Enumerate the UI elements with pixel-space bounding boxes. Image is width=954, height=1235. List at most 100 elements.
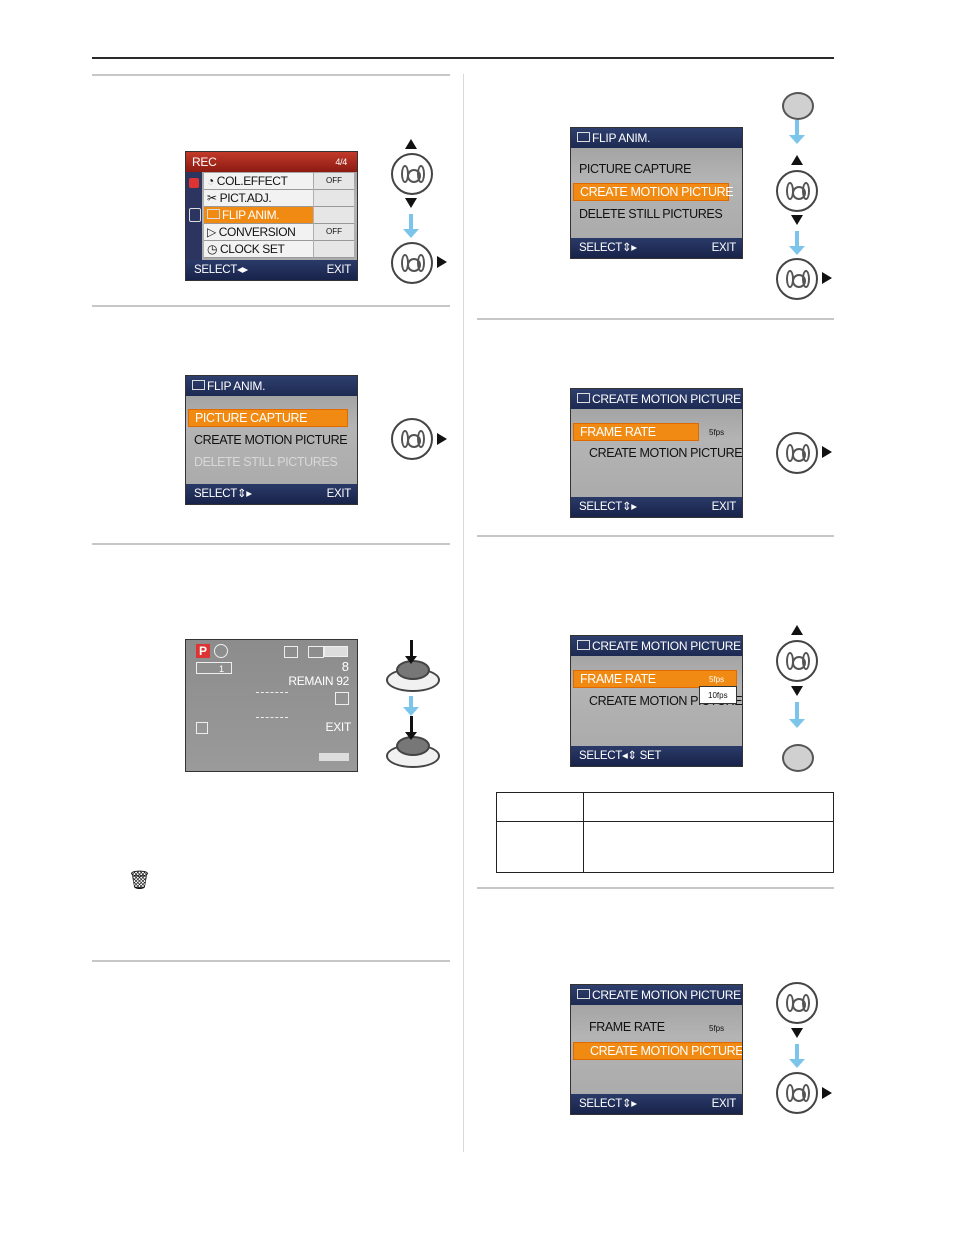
burst-indicator: 1 bbox=[196, 662, 232, 674]
af-frame bbox=[256, 692, 288, 718]
down-arrow-icon bbox=[791, 686, 803, 696]
menu-item-frame-rate[interactable]: FRAME RATE bbox=[573, 670, 737, 688]
menu-footer: SELECT◂▸ EXIT bbox=[186, 260, 357, 280]
column-divider bbox=[463, 74, 464, 1152]
cursor-pad-icon[interactable] bbox=[776, 432, 818, 474]
shutter-full-press-icon[interactable] bbox=[386, 716, 440, 768]
section-rule bbox=[92, 305, 450, 307]
cursor-pad-icon[interactable] bbox=[776, 640, 818, 682]
footer-exit: EXIT bbox=[326, 488, 352, 500]
menu-item-pict-adj[interactable]: ✂ PICT.ADJ. bbox=[204, 190, 313, 207]
menu-item-picture-capture[interactable]: PICTURE CAPTURE bbox=[579, 162, 692, 176]
menu-header: REC 4/4 bbox=[186, 152, 357, 172]
menu-item-clock-set[interactable]: ◷ CLOCK SET bbox=[204, 241, 313, 258]
capture-screen: P 1 8 REMAIN 92 EXIT bbox=[185, 639, 358, 772]
flip-anim-icon bbox=[284, 646, 298, 658]
menu-header: CREATE MOTION PICTURE bbox=[571, 389, 742, 409]
cursor-pad-icon[interactable] bbox=[391, 153, 433, 195]
flow-arrow-icon bbox=[789, 702, 805, 728]
menu-item-value: OFF bbox=[314, 173, 354, 190]
menu-item-label: COL.EFFECT bbox=[216, 174, 288, 188]
menu-header: CREATE MOTION PICTURE bbox=[571, 985, 742, 1005]
right-arrow-icon bbox=[822, 446, 832, 458]
right-arrow-icon bbox=[822, 272, 832, 284]
flip-anim-screen-2: FLIP ANIM. PICTURE CAPTURE CREATE MOTION… bbox=[570, 127, 743, 259]
menu-item-picture-capture[interactable]: PICTURE CAPTURE bbox=[188, 409, 348, 427]
section-rule bbox=[477, 318, 834, 320]
cursor-pad-icon[interactable] bbox=[776, 1072, 818, 1114]
cursor-pad-icon[interactable] bbox=[776, 258, 818, 300]
cancel-icon bbox=[319, 753, 349, 761]
menu-item-create-motion-picture[interactable]: CREATE MOTION PICTURE bbox=[573, 183, 734, 201]
menu-item-value bbox=[314, 207, 354, 224]
menu-item-label: CLOCK SET bbox=[220, 242, 285, 256]
create-motion-picture-screen: CREATE MOTION PICTURE FRAME RATE 5fps CR… bbox=[570, 388, 743, 518]
down-arrow-icon bbox=[791, 215, 803, 225]
down-arrow-icon bbox=[791, 1028, 803, 1038]
footer-exit: EXIT bbox=[711, 501, 737, 513]
menu-item-value bbox=[314, 241, 354, 258]
setup-tab-icon[interactable] bbox=[189, 208, 201, 222]
menu-title: FLIP ANIM. bbox=[592, 131, 651, 145]
flip-anim-icon bbox=[577, 393, 590, 403]
menu-item-delete-still-pictures[interactable]: DELETE STILL PICTURES bbox=[194, 455, 338, 469]
menu-item-value: OFF bbox=[314, 224, 354, 241]
cursor-pad-icon[interactable] bbox=[391, 418, 433, 460]
menu-item-label: PICT.ADJ. bbox=[219, 191, 272, 205]
shutter-half-press-icon[interactable] bbox=[386, 640, 440, 692]
frame-rate-option-5[interactable]: 5fps bbox=[709, 675, 725, 684]
menu-item-flip-anim[interactable]: FLIP ANIM. bbox=[204, 207, 313, 224]
flow-arrow-icon bbox=[789, 120, 805, 144]
metering-icon bbox=[196, 722, 208, 734]
table-cell bbox=[583, 792, 834, 822]
footer-exit: EXIT bbox=[711, 242, 737, 254]
menu-header: FLIP ANIM. bbox=[571, 128, 742, 148]
frame-rate-value: 5fps bbox=[709, 428, 725, 437]
frame-rate-option-10[interactable]: 10fps bbox=[708, 691, 728, 700]
right-arrow-icon bbox=[822, 1087, 832, 1099]
footer-select: SELECT⇕▸ bbox=[579, 501, 637, 513]
menu-item-frame-rate[interactable]: FRAME RATE bbox=[589, 1020, 665, 1034]
menu-item-col-effect[interactable]: ◔ COL.EFFECT bbox=[204, 173, 313, 190]
footer-select: SELECT⇕▸ bbox=[579, 1098, 637, 1110]
menu-title: REC bbox=[192, 155, 217, 169]
cursor-pad-icon[interactable] bbox=[391, 242, 433, 284]
flip-anim-icon bbox=[207, 209, 220, 219]
menu-item-conversion[interactable]: ▷ CONVERSION bbox=[204, 224, 313, 241]
footer-select: SELECT◂⇕ SET bbox=[579, 750, 662, 762]
menu-item-create-motion-picture[interactable]: CREATE MOTION PICTURE bbox=[589, 446, 743, 460]
camera-tab-icon[interactable] bbox=[189, 178, 199, 188]
section-rule bbox=[92, 960, 450, 962]
flow-arrow-icon bbox=[789, 1044, 805, 1068]
create-motion-picture-screen-2: CREATE MOTION PICTURE FRAME RATE 5fps CR… bbox=[570, 984, 743, 1115]
menu-set-button-icon[interactable] bbox=[782, 92, 814, 120]
create-motion-picture-dropdown-screen: CREATE MOTION PICTURE FRAME RATE 5fps CR… bbox=[570, 635, 743, 767]
remain-count: REMAIN 92 bbox=[288, 674, 349, 688]
flow-arrow-icon bbox=[403, 214, 419, 238]
rec-menu-screen: REC 4/4 ◔ COL.EFFECT OFF ✂ PICT.ADJ. FLI… bbox=[185, 151, 358, 281]
cursor-pad-icon[interactable] bbox=[776, 170, 818, 212]
up-arrow-icon bbox=[791, 625, 803, 635]
cursor-pad-icon[interactable] bbox=[776, 982, 818, 1024]
menu-item-frame-rate[interactable]: FRAME RATE bbox=[573, 423, 699, 441]
menu-footer: SELECT⇕▸ EXIT bbox=[571, 1094, 742, 1114]
menu-item-delete-still-pictures[interactable]: DELETE STILL PICTURES bbox=[579, 207, 723, 221]
down-arrow-icon bbox=[405, 198, 417, 208]
flip-anim-icon bbox=[577, 132, 590, 142]
menu-item-label: CONVERSION bbox=[218, 225, 296, 239]
footer-select: SELECT⇕▸ bbox=[579, 242, 637, 254]
frame-rate-dropdown[interactable]: 10fps bbox=[699, 686, 737, 704]
menu-footer: SELECT⇕▸ EXIT bbox=[571, 497, 742, 517]
menu-set-button-icon[interactable] bbox=[782, 744, 814, 772]
section-rule bbox=[477, 887, 834, 889]
battery-icon bbox=[324, 646, 348, 657]
menu-item-create-motion-picture[interactable]: CREATE MOTION PICTURE bbox=[573, 1042, 742, 1060]
flow-arrow-icon bbox=[403, 696, 419, 716]
menu-item-create-motion-picture[interactable]: CREATE MOTION PICTURE bbox=[194, 433, 348, 447]
section-rule bbox=[477, 535, 834, 537]
flip-anim-icon bbox=[192, 380, 205, 390]
table-cell bbox=[496, 821, 584, 873]
flip-anim-icon bbox=[577, 989, 590, 999]
menu-item-value bbox=[314, 190, 354, 207]
page-indicator: 4/4 bbox=[335, 157, 347, 167]
